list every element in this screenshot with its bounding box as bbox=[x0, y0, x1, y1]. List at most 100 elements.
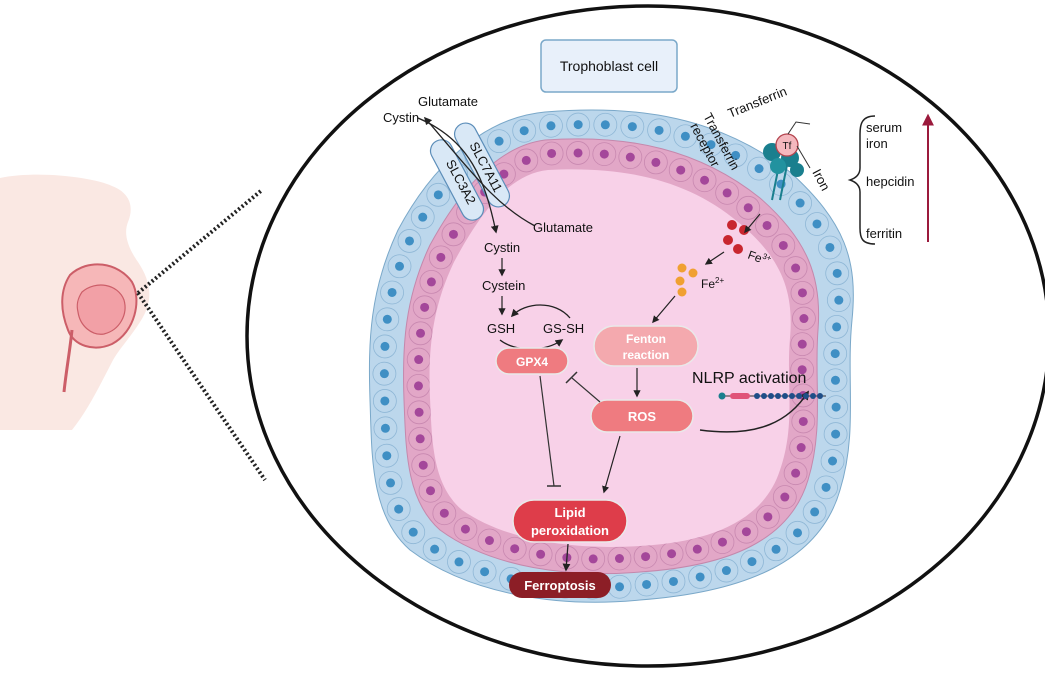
tf-label: Tf bbox=[783, 141, 792, 152]
cell-outline bbox=[788, 191, 813, 215]
cell-nucleus bbox=[642, 579, 652, 589]
cell-nucleus bbox=[791, 468, 801, 478]
cell-nucleus bbox=[821, 482, 831, 492]
cell-nucleus bbox=[731, 150, 741, 160]
cell-nucleus bbox=[667, 549, 677, 559]
cell-outline bbox=[607, 546, 632, 571]
cell-outline bbox=[764, 537, 788, 562]
cell-outline bbox=[826, 288, 851, 313]
cell-outline bbox=[814, 475, 838, 500]
cell-nucleus bbox=[668, 576, 678, 586]
cell-nucleus bbox=[521, 155, 531, 165]
cell-nucleus bbox=[600, 120, 610, 130]
cell-nucleus bbox=[791, 263, 801, 273]
cell-outline bbox=[825, 261, 850, 286]
trophoblast-title: Trophoblast cell bbox=[560, 58, 658, 74]
cell-outline bbox=[634, 572, 659, 597]
cell-nucleus bbox=[404, 236, 414, 246]
cell-nucleus bbox=[416, 328, 426, 338]
cell-nucleus bbox=[413, 381, 423, 391]
glutamate-export-arrow bbox=[423, 116, 536, 227]
cell-outline bbox=[512, 118, 537, 143]
cell-outline bbox=[734, 519, 759, 544]
gpx4-inhibits-lipid-line bbox=[539, 375, 555, 487]
cell-nucleus bbox=[796, 443, 806, 453]
cell-nucleus bbox=[573, 148, 583, 158]
cell-nucleus bbox=[614, 553, 624, 563]
cell-nucleus bbox=[382, 451, 392, 461]
cell-outline bbox=[692, 168, 717, 193]
cell-outline bbox=[620, 114, 645, 139]
cell-outline bbox=[372, 361, 397, 386]
cell-outline bbox=[408, 426, 433, 451]
cell-outline bbox=[441, 222, 466, 247]
inner-cell-nuclei bbox=[406, 141, 816, 571]
cell-nucleus bbox=[771, 544, 781, 554]
cell-nucleus bbox=[573, 120, 583, 130]
cell-nucleus bbox=[588, 554, 598, 564]
cell-nucleus bbox=[380, 423, 390, 433]
cell-nucleus bbox=[799, 314, 809, 324]
fe2-label: Fe2+ bbox=[701, 276, 724, 291]
cystin-top-label: Cystin bbox=[383, 110, 419, 125]
cell-outline bbox=[789, 435, 814, 460]
cell-nucleus bbox=[494, 136, 504, 146]
cell-nucleus bbox=[641, 552, 651, 562]
nlrp-protein-chain bbox=[718, 392, 826, 400]
zoom-lines bbox=[136, 188, 267, 482]
cell-outline bbox=[412, 295, 437, 320]
cell-nucleus bbox=[832, 322, 842, 332]
cell-outline bbox=[647, 118, 671, 143]
cell-nucleus bbox=[832, 268, 842, 278]
cell-nucleus bbox=[484, 536, 494, 546]
cell-nucleus bbox=[415, 434, 425, 444]
cell-nucleus bbox=[380, 396, 390, 406]
fe3-ions bbox=[723, 220, 749, 254]
cell-outline bbox=[736, 195, 761, 220]
cell-nucleus bbox=[763, 512, 773, 522]
cell-outline bbox=[790, 280, 815, 305]
glutamate-top-label: Glutamate bbox=[418, 94, 478, 109]
cell-outline bbox=[772, 485, 797, 509]
lipid-to-ferroptosis-arrow bbox=[562, 543, 571, 572]
cell-nucleus bbox=[747, 557, 757, 567]
cell-outline bbox=[790, 332, 815, 357]
cell-outline bbox=[823, 422, 848, 446]
cell-nucleus bbox=[448, 229, 458, 239]
cell-outline bbox=[592, 142, 617, 166]
ros-gpx4-inhibition-bar bbox=[565, 371, 578, 384]
cell-outline bbox=[373, 416, 398, 441]
cell-outline bbox=[802, 500, 827, 524]
cell-outline bbox=[783, 461, 808, 486]
cell-outline bbox=[740, 549, 764, 574]
fe2-to-fenton-arrow bbox=[652, 295, 676, 324]
cell-nucleus bbox=[519, 126, 529, 136]
serum-iron-line1: serum bbox=[866, 120, 902, 135]
cell-nucleus bbox=[499, 169, 509, 179]
cell-outline bbox=[823, 368, 848, 393]
cystein-label: Cystein bbox=[482, 278, 525, 293]
cell-nucleus bbox=[780, 492, 790, 502]
cell-outline bbox=[407, 400, 432, 425]
cell-nucleus bbox=[651, 157, 661, 167]
cell-outline bbox=[380, 280, 404, 305]
cell-outline bbox=[422, 537, 447, 562]
ros-to-nlrp-arrow bbox=[699, 390, 809, 433]
cell-nucleus bbox=[797, 339, 807, 349]
cell-nucleus bbox=[812, 219, 822, 229]
cell-outline bbox=[411, 453, 436, 478]
cell-outline bbox=[699, 132, 723, 157]
cell-outline bbox=[378, 470, 403, 495]
cell-outline bbox=[723, 143, 748, 168]
cell-nucleus bbox=[414, 355, 424, 365]
cell-nucleus bbox=[834, 295, 844, 305]
cell-nucleus bbox=[743, 203, 753, 213]
cell-nucleus bbox=[460, 524, 470, 534]
cell-outline bbox=[374, 443, 399, 468]
fenton-line1: Fenton bbox=[626, 332, 666, 346]
cell-nucleus bbox=[754, 164, 764, 174]
cell-nucleus bbox=[680, 131, 690, 141]
cell-nucleus bbox=[382, 314, 392, 324]
cell-nucleus bbox=[706, 140, 716, 150]
cell-outline bbox=[419, 270, 444, 294]
